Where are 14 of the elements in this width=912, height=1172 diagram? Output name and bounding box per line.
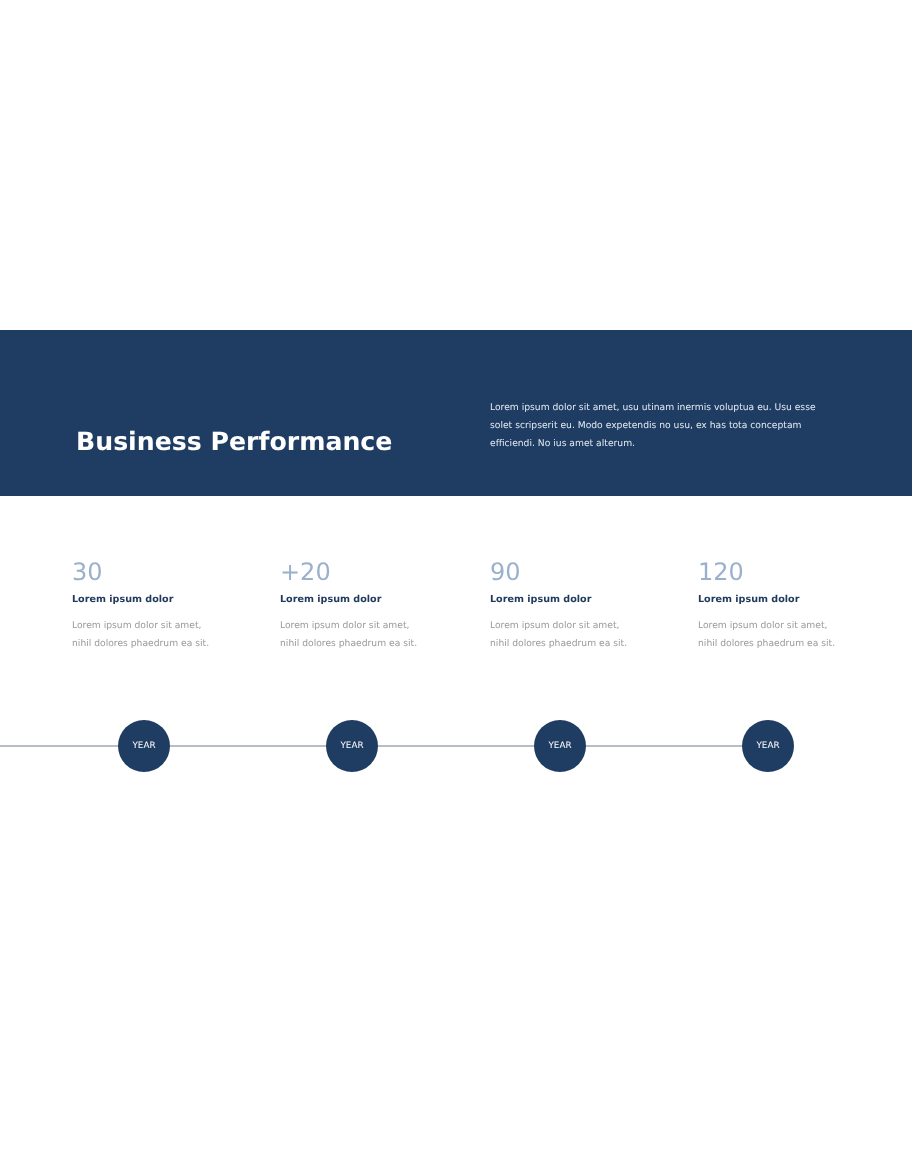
header-band	[0, 330, 912, 496]
year-circle	[118, 720, 170, 772]
timeline-line	[377, 745, 535, 747]
stat-number: +20	[280, 558, 331, 586]
year-circle	[326, 720, 378, 772]
section-title: Business Performance	[76, 426, 395, 458]
timeline-line	[585, 745, 743, 747]
timeline-line	[0, 745, 119, 747]
year-circle	[534, 720, 586, 772]
stat-number: 120	[698, 558, 744, 586]
stat-number: 30	[72, 558, 103, 586]
timeline-line	[169, 745, 327, 747]
stat-number: 90	[490, 558, 521, 586]
year-circle	[742, 720, 794, 772]
